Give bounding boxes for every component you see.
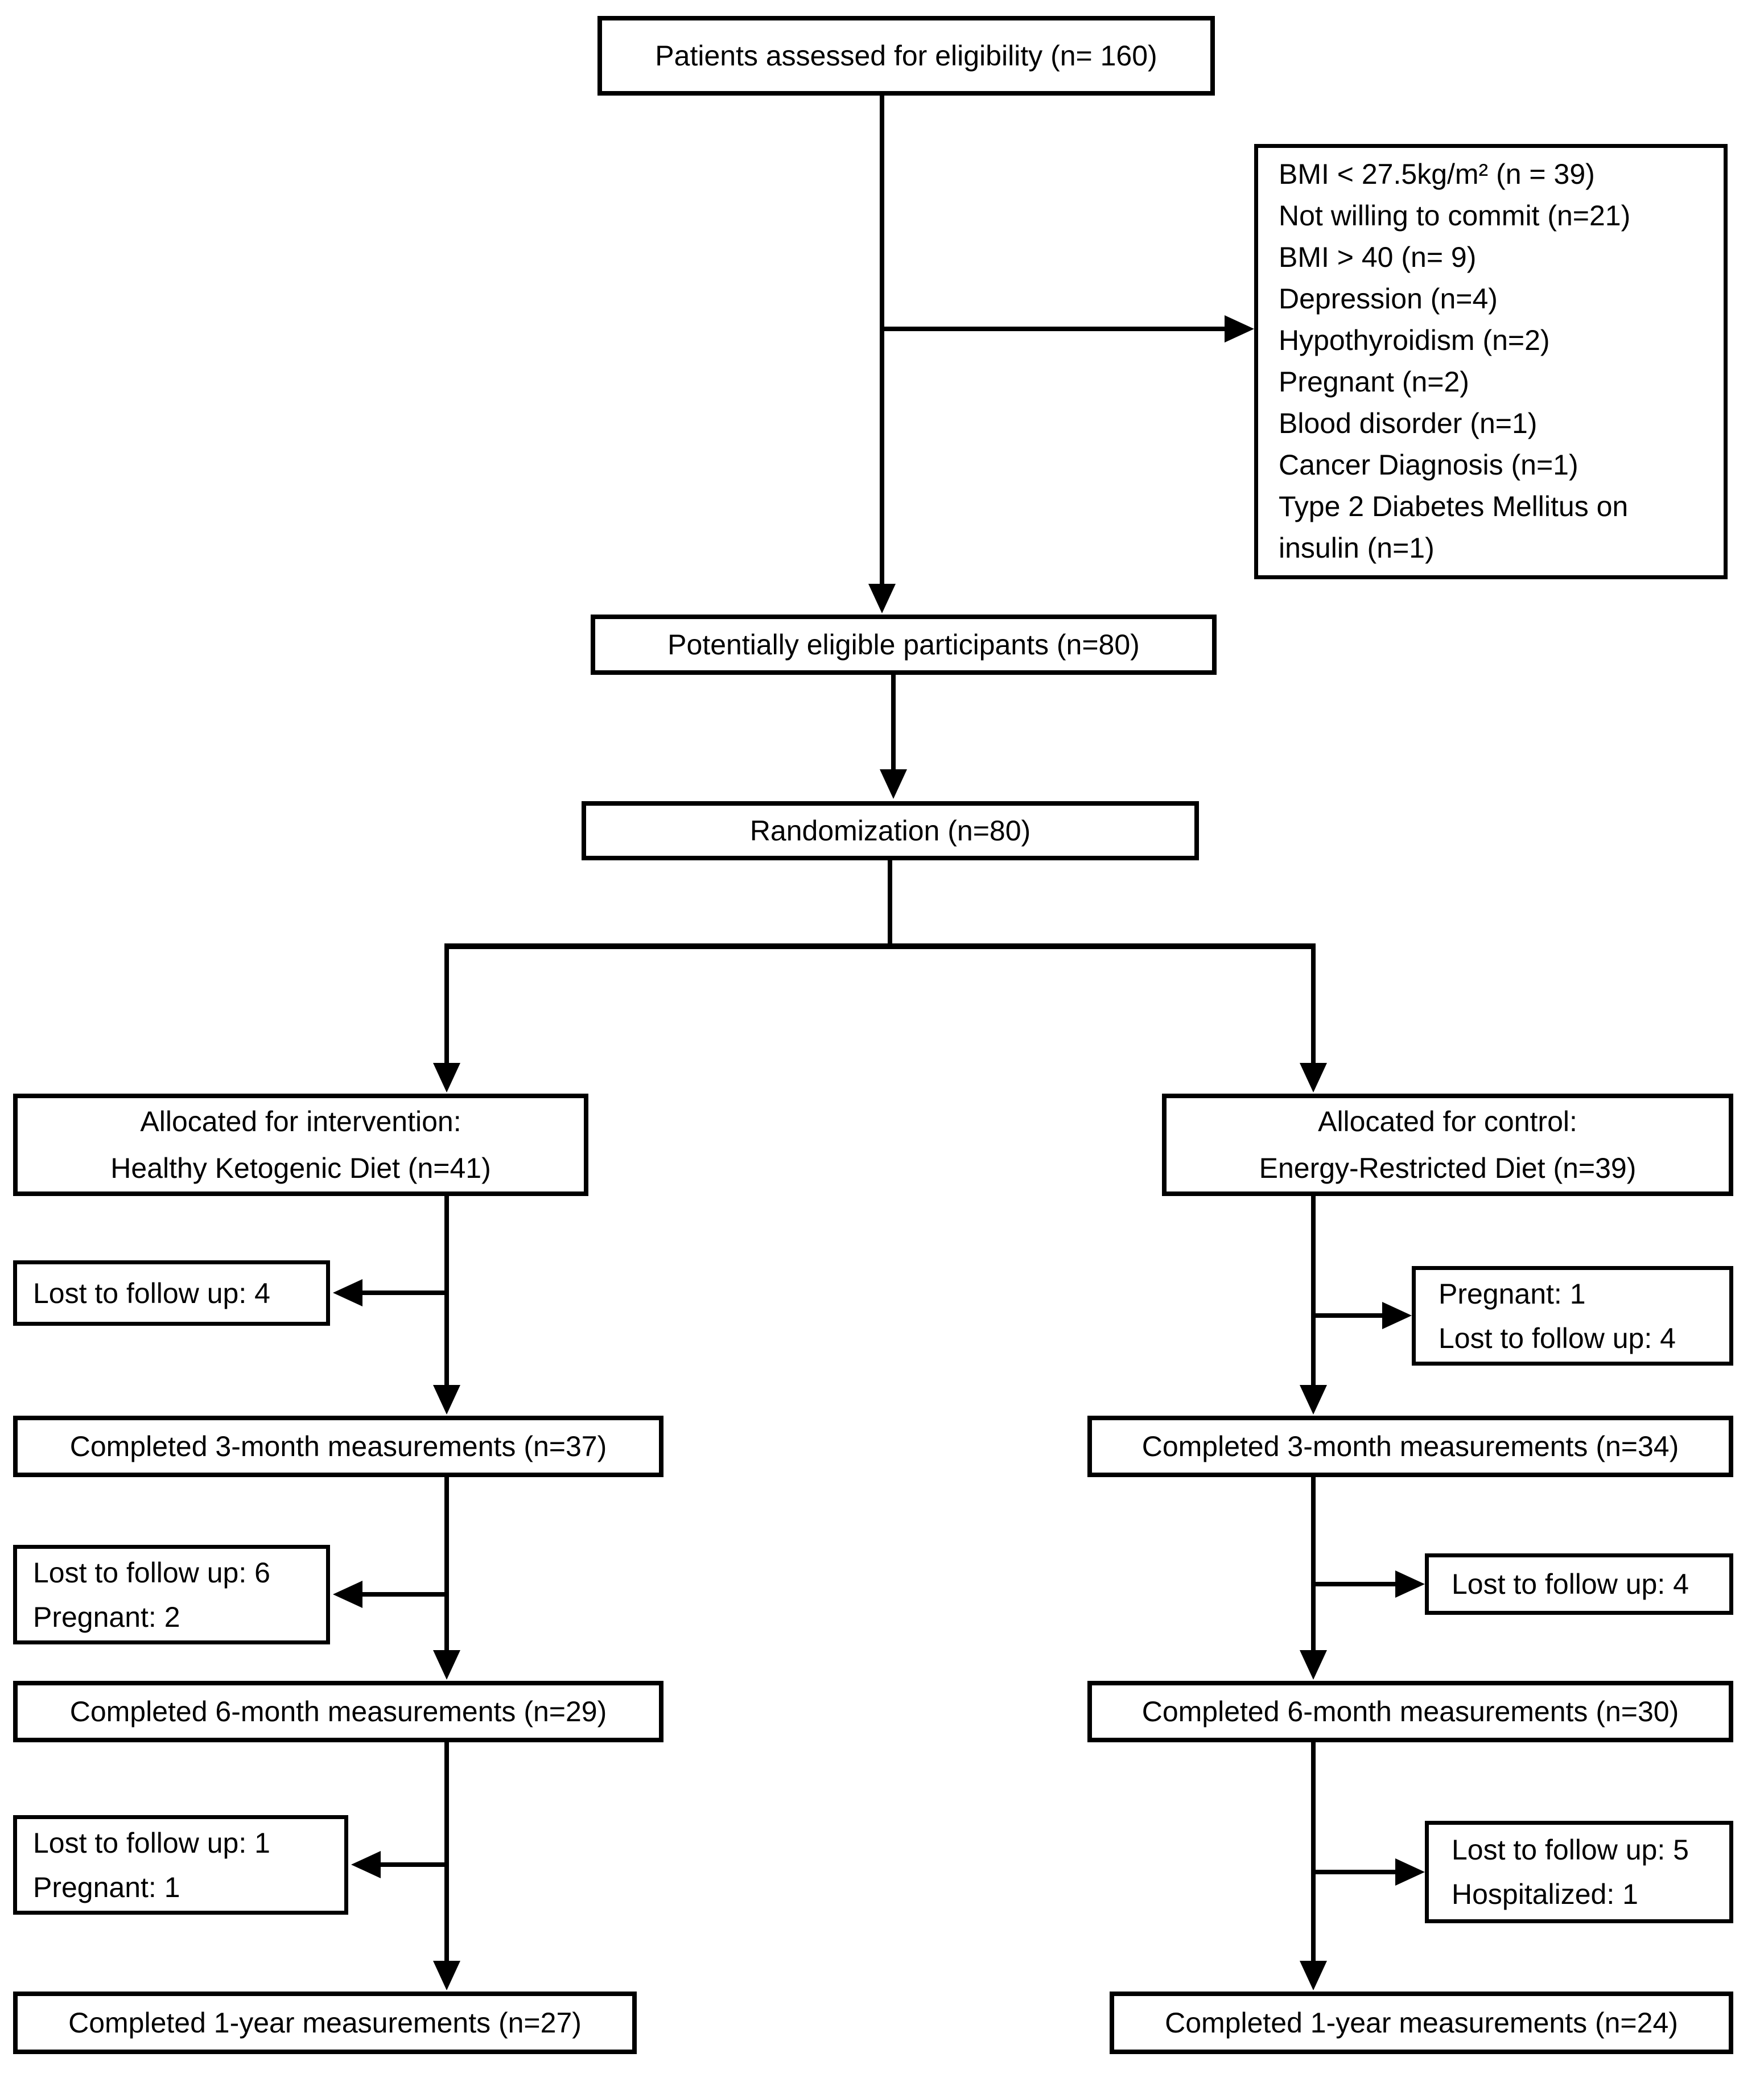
connector-eligible-to-randomization	[891, 675, 896, 769]
completed-3m-label: Completed 3-month measurements (n=34)	[1141, 1430, 1679, 1462]
eligible-label: Potentially eligible participants (n=80)	[667, 629, 1140, 661]
arrowhead-right-icon	[1395, 1570, 1425, 1598]
eligible-box: Potentially eligible participants (n=80)	[591, 615, 1217, 675]
excluded-reason: Not willing to commit (n=21)	[1279, 200, 1631, 232]
completed-1y-label: Completed 1-year measurements (n=24)	[1165, 2007, 1678, 2039]
randomization-box: Randomization (n=80)	[582, 801, 1199, 860]
dropout-line: Lost to follow up: 4	[33, 1277, 270, 1309]
control-allocation-line2: Energy-Restricted Diet (n=39)	[1259, 1152, 1637, 1184]
control-allocation-line1: Allocated for control:	[1318, 1106, 1577, 1137]
arrowhead-down-icon	[1300, 1063, 1327, 1092]
arrowhead-down-icon	[433, 1650, 460, 1680]
excluded-reason: BMI > 40 (n= 9)	[1279, 241, 1477, 273]
control-completed-3m-box: Completed 3-month measurements (n=34)	[1087, 1416, 1733, 1477]
connector-randomization-stem	[888, 860, 892, 946]
dropout-line: Lost to follow up: 4	[1452, 1568, 1689, 1600]
randomization-label: Randomization (n=80)	[749, 815, 1031, 847]
intervention-dropout-6m-box: Lost to follow up: 6 Pregnant: 2	[13, 1545, 330, 1644]
control-dropout-3m-box: Pregnant: 1 Lost to follow up: 4	[1412, 1266, 1733, 1366]
dropout-line: Lost to follow up: 6	[33, 1556, 270, 1589]
arrowhead-right-icon	[1395, 1858, 1425, 1886]
excluded-reason: Hypothyroidism (n=2)	[1279, 324, 1550, 356]
completed-1y-label: Completed 1-year measurements (n=27)	[68, 2007, 582, 2039]
assessed-label: Patients assessed for eligibility (n= 16…	[655, 40, 1157, 72]
dropout-line: Pregnant: 1	[1439, 1277, 1586, 1310]
connector-control-dropout-1y	[1313, 1870, 1395, 1874]
completed-6m-label: Completed 6-month measurements (n=30)	[1141, 1696, 1679, 1727]
intervention-dropout-3m-box: Lost to follow up: 4	[13, 1260, 330, 1326]
arrowhead-down-icon	[433, 1063, 460, 1092]
arrowhead-right-icon	[1382, 1302, 1412, 1329]
arrowhead-left-icon	[351, 1851, 381, 1878]
control-completed-1y-box: Completed 1-year measurements (n=24)	[1110, 1992, 1733, 2054]
arrowhead-down-icon	[1300, 1961, 1327, 1990]
excluded-reason: Pregnant (n=2)	[1279, 366, 1469, 398]
arrowhead-left-icon	[333, 1279, 362, 1306]
arrowhead-right-icon	[1225, 315, 1254, 343]
arrowhead-down-icon	[1300, 1385, 1327, 1415]
connector-branch-left	[444, 943, 449, 1064]
connector-assessed-to-eligible	[880, 96, 884, 584]
connector-3m-to-6m-left	[444, 1477, 449, 1651]
arrowhead-left-icon	[333, 1581, 362, 1608]
connector-branch	[444, 943, 1316, 949]
connector-intervention-dropout-6m	[362, 1592, 447, 1597]
connector-6m-to-1y-right	[1311, 1742, 1316, 1962]
control-dropout-6m-box: Lost to follow up: 4	[1425, 1553, 1733, 1615]
dropout-line: Lost to follow up: 1	[33, 1827, 270, 1859]
arrowhead-down-icon	[433, 1385, 460, 1415]
assessed-box: Patients assessed for eligibility (n= 16…	[597, 16, 1215, 96]
dropout-line: Pregnant: 2	[33, 1601, 180, 1633]
intervention-allocation-line2: Healthy Ketogenic Diet (n=41)	[110, 1152, 491, 1184]
intervention-allocation-line1: Allocated for intervention:	[140, 1106, 461, 1137]
dropout-line: Lost to follow up: 4	[1439, 1322, 1676, 1354]
intervention-allocation-box: Allocated for intervention: Healthy Keto…	[13, 1094, 588, 1196]
connector-intervention-dropout-1y	[381, 1862, 447, 1867]
connector-control-dropout-6m	[1313, 1582, 1395, 1586]
arrowhead-down-icon	[868, 584, 896, 613]
control-allocation-box: Allocated for control: Energy-Restricted…	[1162, 1094, 1733, 1196]
dropout-line: Lost to follow up: 5	[1452, 1834, 1689, 1866]
arrowhead-down-icon	[433, 1961, 460, 1990]
excluded-box: BMI < 27.5kg/m² (n = 39) Not willing to …	[1254, 144, 1728, 579]
excluded-reason: Type 2 Diabetes Mellitus on insulin (n=1…	[1279, 490, 1629, 564]
connector-intervention-to-3m	[444, 1196, 449, 1386]
connector-control-to-3m	[1311, 1196, 1316, 1386]
excluded-reason: Blood disorder (n=1)	[1279, 407, 1538, 439]
completed-6m-label: Completed 6-month measurements (n=29)	[69, 1696, 607, 1727]
intervention-completed-1y-box: Completed 1-year measurements (n=27)	[13, 1992, 637, 2054]
arrowhead-down-icon	[1300, 1650, 1327, 1680]
connector-to-excluded	[880, 327, 1225, 331]
intervention-completed-6m-box: Completed 6-month measurements (n=29)	[13, 1681, 663, 1742]
completed-3m-label: Completed 3-month measurements (n=37)	[69, 1430, 607, 1462]
connector-intervention-dropout-3m	[362, 1290, 447, 1295]
excluded-reason: Depression (n=4)	[1279, 283, 1498, 315]
connector-branch-right	[1311, 943, 1316, 1064]
intervention-dropout-1y-box: Lost to follow up: 1 Pregnant: 1	[13, 1815, 348, 1915]
connector-3m-to-6m-right	[1311, 1477, 1316, 1651]
control-dropout-1y-box: Lost to follow up: 5 Hospitalized: 1	[1425, 1821, 1733, 1923]
dropout-line: Pregnant: 1	[33, 1871, 180, 1903]
connector-control-dropout-3m	[1313, 1313, 1382, 1318]
intervention-completed-3m-box: Completed 3-month measurements (n=37)	[13, 1416, 663, 1477]
dropout-line: Hospitalized: 1	[1452, 1878, 1638, 1910]
excluded-reason: Cancer Diagnosis (n=1)	[1279, 449, 1578, 481]
arrowhead-down-icon	[880, 769, 907, 799]
control-completed-6m-box: Completed 6-month measurements (n=30)	[1087, 1681, 1733, 1742]
excluded-reason: BMI < 27.5kg/m² (n = 39)	[1279, 158, 1595, 190]
connector-6m-to-1y-left	[444, 1742, 449, 1962]
